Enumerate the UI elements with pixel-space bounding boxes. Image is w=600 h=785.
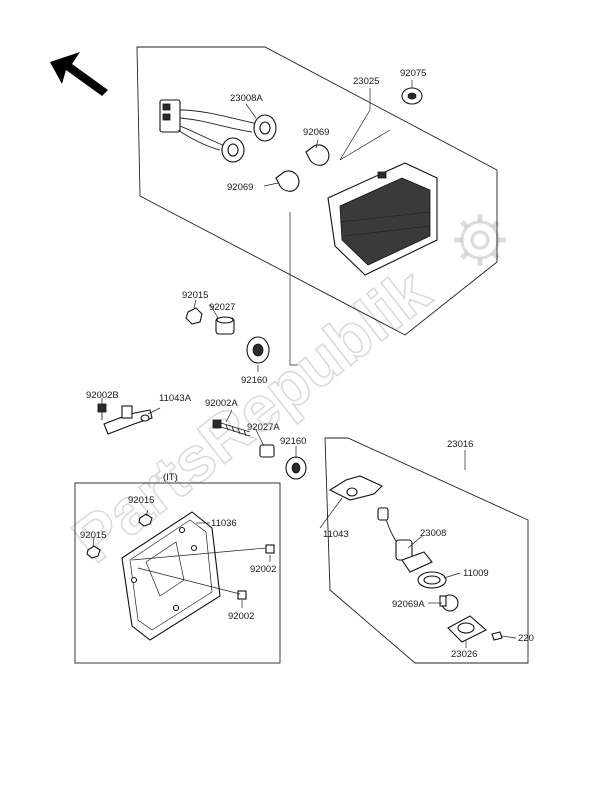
bulb-92069A-part [439, 594, 459, 612]
screw-220-part [491, 631, 503, 641]
label-23026: 23026 [451, 649, 477, 660]
license-light-assembly-frame [324, 437, 529, 664]
label-92002B: 92002B [86, 390, 119, 401]
socket-23008-part [377, 507, 433, 573]
screw-92002-right-top-part [265, 544, 275, 554]
label-92069A: 92069A [392, 599, 425, 610]
label-92002-right-top: 92002 [250, 564, 276, 575]
bulb-top-part [305, 144, 330, 166]
bracket-11043A-part [103, 405, 153, 435]
label-23008A: 23008A [230, 93, 263, 104]
label-92002-right-bottom: 92002 [228, 611, 254, 622]
license-plate-bracket-frame [74, 482, 281, 664]
leader-lines-lower [92, 299, 517, 648]
label-220: 220 [518, 633, 534, 644]
gear-icon [454, 214, 506, 266]
label-92069-top: 92069 [303, 127, 329, 138]
label-11009: 11009 [463, 568, 489, 579]
nut-92015-plate-top-part [138, 513, 153, 527]
lens-23026-part [447, 615, 487, 643]
label-23016: 23016 [447, 439, 473, 450]
front-direction-arrow-icon [50, 52, 108, 96]
license-plate-bracket-part [121, 511, 221, 641]
collar-92027-part [215, 316, 235, 335]
label-92015-plate-top: 92015 [128, 495, 154, 506]
label-92002A: 92002A [205, 398, 238, 409]
nut-92015-part [185, 307, 203, 325]
label-11036: 11036 [211, 518, 237, 529]
label-92160-a: 92160 [241, 375, 267, 386]
screw-92002-right-bottom-part [237, 590, 247, 600]
label-92069-left: 92069 [227, 182, 253, 193]
label-11043A: 11043A [159, 393, 192, 404]
grommet-part [401, 87, 423, 105]
label-92160-b: 92160 [280, 436, 306, 447]
bracket-11043-part [328, 475, 383, 501]
bulb-left-part [275, 170, 300, 192]
label-92015-plate-left: 92015 [80, 530, 106, 541]
leader-lines-upper [245, 80, 413, 366]
collar-92027A-part [259, 444, 275, 458]
taillight-assembly-frame [136, 46, 498, 336]
bolt-92002B-part [97, 403, 107, 420]
label-23025: 23025 [353, 76, 379, 87]
label-92015-mid: 92015 [182, 290, 208, 301]
wiring-harness-part [159, 99, 277, 163]
bolt-92002A-part [212, 419, 251, 437]
label-92027A: 92027A [247, 422, 280, 433]
grommet-92160-lower-part [285, 456, 307, 480]
label-11043: 11043 [323, 529, 349, 540]
watermark: PartsRepublik [58, 253, 443, 577]
label-92027: 92027 [209, 302, 235, 313]
label-92075: 92075 [400, 68, 426, 79]
grommet-92160-upper-part [246, 336, 270, 364]
nut-92015-plate-left-part [86, 545, 101, 559]
taillight-housing-part [327, 162, 438, 276]
gasket-11009-part [417, 571, 447, 589]
svg-text:PartsRepublik: PartsRepublik [59, 254, 443, 576]
label-it-note: (IT) [163, 472, 178, 483]
label-23008: 23008 [420, 528, 446, 539]
